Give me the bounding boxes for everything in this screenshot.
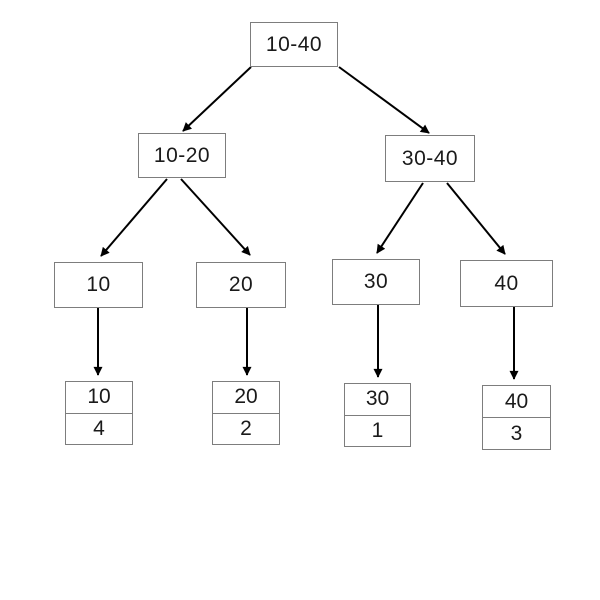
edge-30-40-to-30 xyxy=(376,182,424,254)
node-30: 30 xyxy=(332,259,420,305)
node-10-20: 10-20 xyxy=(138,133,226,178)
node-20: 20 xyxy=(196,262,286,308)
leaf-30-value: 1 xyxy=(371,418,384,442)
leaf-10: 10 4 xyxy=(65,381,133,445)
node-40: 40 xyxy=(460,260,553,307)
leaf-20-key: 20 xyxy=(213,382,279,414)
edge-10-40-to-30-40 xyxy=(338,66,430,134)
edge-10-20-to-20 xyxy=(180,178,251,256)
edge-10-40-to-10-20 xyxy=(182,66,252,132)
leaf-40-key: 40 xyxy=(483,386,550,418)
leaf-30: 30 1 xyxy=(344,383,411,447)
leaf-20: 20 2 xyxy=(212,381,280,445)
node-30-40: 30-40 xyxy=(385,135,475,182)
leaf-30-key: 30 xyxy=(345,384,410,416)
leaf-20-value: 2 xyxy=(240,416,252,440)
node-10: 10 xyxy=(54,262,143,308)
leaf-40: 40 3 xyxy=(482,385,551,450)
leaf-40-value: 3 xyxy=(510,421,523,445)
leaf-10-key: 10 xyxy=(66,382,132,414)
node-10-40: 10-40 xyxy=(250,22,338,67)
leaf-10-value: 4 xyxy=(93,416,105,440)
edge-30-40-to-40 xyxy=(446,182,506,255)
edge-10-20-to-10 xyxy=(100,178,168,257)
